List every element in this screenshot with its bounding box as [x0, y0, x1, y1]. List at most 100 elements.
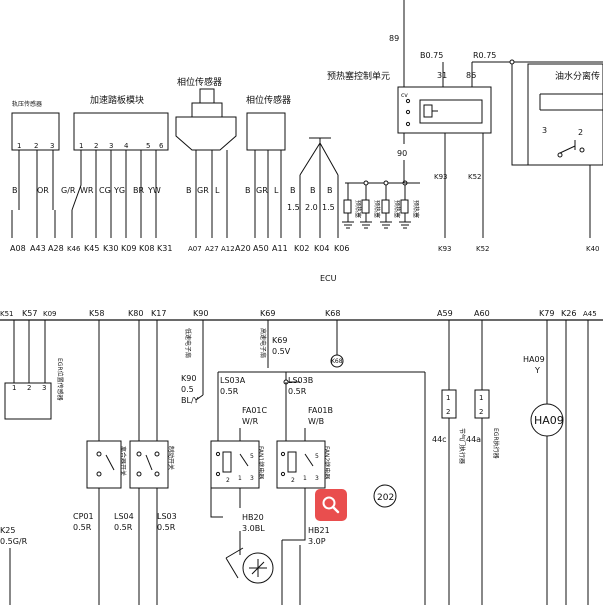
wire-89-label: 89 [389, 34, 399, 43]
wire-color: YG [113, 186, 125, 195]
ecu-pin: K45 [84, 244, 99, 253]
ha09-circle-label: HA09 [534, 414, 564, 427]
ecu-pin: A28 [48, 244, 64, 253]
ecu-pin: A20 [235, 244, 251, 253]
glow-plug-3: 预热塞 [393, 200, 401, 218]
ecu-pin: K08 [139, 244, 154, 253]
ecu-pin: K79 [539, 309, 554, 318]
wire-color: B [327, 186, 333, 195]
high-fan-label: 高速电子扇 [259, 328, 267, 358]
hb21-label: HB21 [308, 526, 330, 535]
wire-color: G/R [61, 186, 76, 195]
relay1-pin: 1 [238, 475, 242, 482]
preheat-title: 预热塞控制单元 [327, 70, 390, 82]
top-ecu-pins: A08 A43 A28 K46 K45 K30 K09 K08 K31 A07 … [10, 244, 600, 253]
pin-90: 90 [397, 149, 407, 158]
throttle-actuator: 1 2 44c 节气门执行器 [432, 320, 466, 605]
egr-pin-3: 3 [42, 384, 46, 392]
wire-color: B [310, 186, 316, 195]
node-202-label: 202 [377, 493, 394, 503]
ls04-size: 0.5R [114, 523, 133, 532]
ls03b-size: 0.5R [288, 387, 307, 396]
search-button[interactable] [315, 489, 347, 521]
throttle-valve-label: 节气门执行器 [458, 428, 466, 464]
fuel-pressure-sensor: 轨压传感器 1 2 3 [11, 100, 60, 210]
k69-size: 0.5V [272, 347, 291, 356]
ow-pin-3: 3 [542, 126, 547, 135]
phase2-title: 相位传感器 [246, 94, 291, 106]
ecu-pin: K93 [438, 245, 452, 253]
wire-color: B [245, 186, 251, 195]
relay1-pin: 2 [226, 477, 230, 484]
ecu-pin: K90 [193, 309, 208, 318]
wire-color: B [12, 186, 18, 195]
pin-86: 86 [466, 71, 476, 80]
wire-color: GR [256, 186, 268, 195]
ecu-pin: A11 [272, 244, 288, 253]
ls04-label: LS04 [114, 512, 134, 521]
hb20-label: HB20 [242, 513, 264, 522]
ls03b-label: LS03B [288, 376, 313, 385]
pedal-pin-4: 4 [124, 142, 129, 150]
cp01-size: 0.5R [73, 523, 92, 532]
ecu-pin: K58 [89, 309, 104, 318]
ecu-pin: K51 [0, 310, 14, 318]
wire-color: WR [80, 186, 94, 195]
ecu-pin: K30 [103, 244, 118, 253]
egr-pin-1: 1 [12, 384, 16, 392]
ha09-color: Y [534, 366, 540, 375]
fan2-relay-label: FAN2继电器 [323, 446, 331, 479]
ls03a-label: LS03A [220, 376, 246, 385]
ow-pin-2: 2 [578, 128, 583, 137]
ground-wires [299, 137, 339, 238]
wire-color: YW [147, 186, 161, 195]
fa01b-color: W/B [308, 417, 324, 426]
fp-pin-3: 3 [50, 142, 54, 150]
ecu-pin: K04 [314, 244, 329, 253]
ecu-pin: K80 [128, 309, 143, 318]
glow-plug-1: 预热塞 [354, 200, 362, 218]
ecu-pin: K68 [325, 309, 340, 318]
ecu-pin: K69 [260, 309, 275, 318]
egr-sensor-label: EGR位置传感器 [56, 358, 64, 401]
ha09-component: HA09 Y HA09 [523, 320, 589, 605]
hb21-size: 3.0P [308, 537, 326, 546]
relay2-pin: 1 [303, 475, 307, 482]
wire-color: BR [133, 186, 144, 195]
brake-switch-label: 制动开关 [167, 446, 175, 470]
phase-sensor-2: 相位传感器 [246, 94, 291, 210]
pedal-pin-3: 3 [109, 142, 113, 150]
oil-water-separator: 油水分离传 3 2 [509, 59, 603, 238]
k90-size: 0.5 [181, 385, 194, 394]
wire-color: CG [99, 186, 111, 195]
box-pin: 1 [446, 394, 450, 402]
k52-label: K52 [468, 173, 482, 181]
glow-plug-4: 预热塞 [412, 200, 420, 218]
fp-pin-1: 1 [17, 142, 21, 150]
pin-31: 31 [437, 71, 447, 80]
ecu-pin: A45 [583, 310, 597, 318]
phase1-title: 相位传感器 [177, 76, 222, 88]
ecu-pin: A12 [221, 245, 235, 253]
ls03a-size: 0.5R [220, 387, 239, 396]
ecu-pin: K52 [476, 245, 490, 253]
ecu-pin: K06 [334, 244, 349, 253]
ecu-pin: A27 [205, 245, 219, 253]
relay2-pin: 2 [291, 477, 295, 484]
r075-label: R0.75 [473, 51, 496, 60]
ecu-pin: K31 [157, 244, 172, 253]
valve-44a: 44a [466, 435, 481, 444]
relay2-pin: 3 [315, 475, 319, 482]
valve-44c: 44c [432, 435, 447, 444]
node-202 [373, 484, 397, 508]
pedal-pin-1: 1 [79, 142, 83, 150]
low-fan-label: 低速电子扇 [184, 328, 192, 358]
fa01c-label: FA01C [242, 406, 268, 415]
k90-color: BL/Y [181, 396, 199, 405]
ecu-pin: K40 [586, 245, 600, 253]
k69-label: K69 [272, 336, 287, 345]
oil-water-title: 油水分离传 [555, 70, 600, 82]
fa01b-label: FA01B [308, 406, 333, 415]
ecu-pin: A50 [253, 244, 269, 253]
